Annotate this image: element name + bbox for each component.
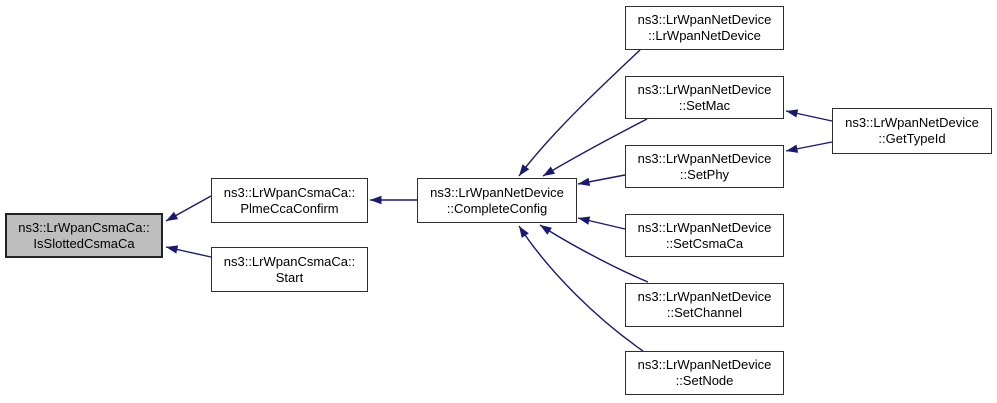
node-label-line2: ::SetMac — [678, 97, 731, 113]
graph-node-get-type-id[interactable]: ns3::LrWpanNetDevice ::GetTypeId — [832, 108, 992, 154]
node-label-line2: ::SetCsmaCa — [665, 235, 744, 251]
graph-node-set-csma-ca[interactable]: ns3::LrWpanNetDevice ::SetCsmaCa — [625, 214, 784, 257]
node-label-line1: ns3::LrWpanCsmaCa:: — [18, 219, 150, 235]
edge-set-csma-ca-to-complete-config — [577, 216, 626, 230]
edge-lrwpan-net-device-ctor-to-complete-config — [518, 49, 641, 177]
edge-plme-cca-confirm-to-is-slotted-csma-ca — [165, 195, 212, 222]
node-label-line1: ns3::LrWpanNetDevice — [637, 150, 772, 166]
node-label-line2: ::SetChannel — [666, 305, 743, 320]
node-label-line2: ::SetPhy — [679, 166, 730, 182]
graph-node-plme-cca-confirm[interactable]: ns3::LrWpanCsmaCa:: PlmeCcaConfirm — [211, 178, 368, 223]
node-label-line1: ns3::LrWpanNetDevice — [637, 289, 772, 304]
node-label-line1: ns3::LrWpanNetDevice — [637, 219, 772, 235]
node-label-line1: ns3::LrWpanCsmaCa:: — [223, 184, 356, 200]
graph-node-set-phy[interactable]: ns3::LrWpanNetDevice ::SetPhy — [625, 145, 784, 188]
edge-set-node-to-complete-config — [518, 225, 644, 352]
edge-get-type-id-to-set-phy — [785, 141, 833, 153]
node-label-line1: ns3::LrWpanNetDevice — [637, 357, 772, 372]
node-label-line2: ::LrWpanNetDevice — [648, 28, 761, 43]
node-label-line2: ::GetTypeId — [878, 131, 946, 146]
graph-node-start[interactable]: ns3::LrWpanCsmaCa:: Start — [211, 247, 368, 292]
graph-node-set-node[interactable]: ns3::LrWpanNetDevice ::SetNode — [625, 351, 784, 395]
edge-get-type-id-to-set-mac — [785, 109, 833, 122]
node-label-line2: ::SetNode — [675, 373, 734, 388]
node-label-line1: ns3::LrWpanCsmaCa:: — [223, 253, 356, 269]
edge-start-to-is-slotted-csma-ca — [165, 245, 212, 258]
graph-node-lrwpan-net-device-ctor[interactable]: ns3::LrWpanNetDevice ::LrWpanNetDevice — [625, 6, 784, 50]
node-label-line2: ::CompleteConfig — [446, 200, 548, 216]
node-label-line1: ns3::LrWpanNetDevice — [845, 115, 979, 130]
edge-set-mac-to-complete-config — [542, 118, 648, 177]
edge-set-channel-to-complete-config — [539, 224, 649, 283]
node-label-line2: IsSlottedCsmaCa — [33, 235, 135, 251]
node-label-line1: ns3::LrWpanNetDevice — [637, 12, 772, 27]
node-label-line1: ns3::LrWpanNetDevice — [430, 184, 564, 200]
node-label-line1: ns3::LrWpanNetDevice — [637, 81, 772, 97]
graph-node-set-mac[interactable]: ns3::LrWpanNetDevice ::SetMac — [625, 76, 784, 119]
node-label-line2: PlmeCcaConfirm — [240, 200, 339, 216]
graph-node-is-slotted-csma-ca: ns3::LrWpanCsmaCa:: IsSlottedCsmaCa — [5, 213, 163, 258]
graph-node-complete-config[interactable]: ns3::LrWpanNetDevice ::CompleteConfig — [417, 178, 577, 223]
edge-set-phy-to-complete-config — [577, 174, 626, 186]
graph-node-set-channel[interactable]: ns3::LrWpanNetDevice ::SetChannel — [625, 283, 784, 327]
node-label-line2: Start — [275, 269, 304, 285]
